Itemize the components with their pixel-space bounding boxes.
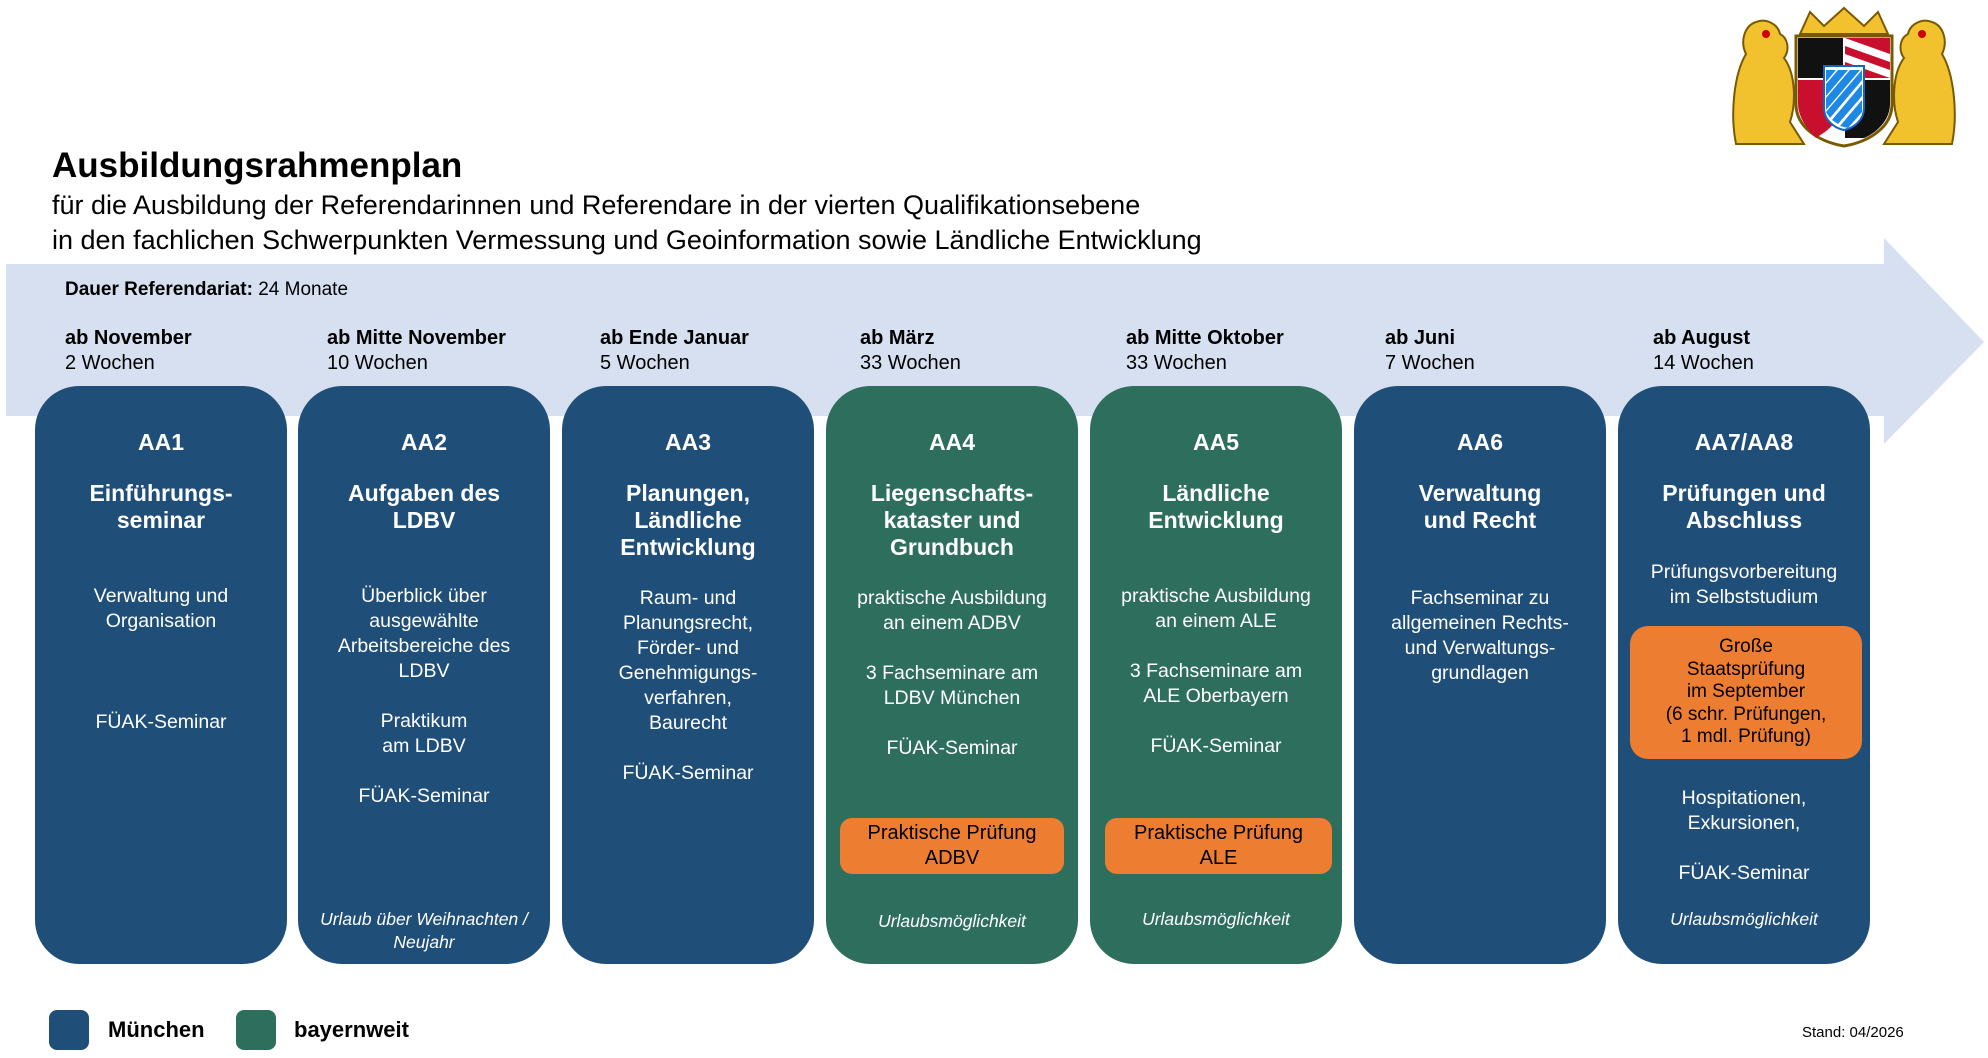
card-code: AA2 xyxy=(400,429,447,455)
card-footnote: Urlaubsmöglichkeit xyxy=(878,911,1026,931)
phase-weeks: 33 Wochen xyxy=(860,352,961,374)
card-heading: Verwaltung und Recht xyxy=(1418,480,1542,533)
card-code: AA1 xyxy=(137,429,184,455)
card-code: AA6 xyxy=(1456,429,1503,455)
card-heading: Ländliche Entwicklung xyxy=(1148,480,1284,533)
phase-1: ab November 2 Wochen xyxy=(65,326,315,376)
stand-date: Stand: 04/2026 xyxy=(1802,1024,1904,1041)
card-aa2: AA2 Aufgaben des LDBV Überblick über aus… xyxy=(298,386,550,964)
phase-start: ab August xyxy=(1653,327,1751,349)
card-footnote: Urlaubsmöglichkeit xyxy=(1142,909,1290,929)
card-heading: Prüfungen und Abschluss xyxy=(1662,480,1826,533)
page-title: Ausbildungsrahmenplan xyxy=(52,146,463,185)
duration-key: Dauer Referendariat: xyxy=(65,279,253,300)
phase-weeks: 7 Wochen xyxy=(1385,352,1475,374)
phase-weeks: 14 Wochen xyxy=(1653,352,1754,374)
card-aa1: AA1 Einführungs- seminar Verwaltung und … xyxy=(35,386,287,964)
phase-start: ab Mitte November xyxy=(327,327,506,349)
card-code: AA7/AA8 xyxy=(1694,429,1794,455)
card-body: Prüfungsvorbereitung im Selbststudium xyxy=(1650,561,1838,608)
phase-start: ab Ende Januar xyxy=(600,327,749,349)
card-aa6: AA6 Verwaltung und Recht Fachseminar zu … xyxy=(1354,386,1606,964)
phase-6: ab Juni 7 Wochen xyxy=(1385,326,1635,376)
card-code: AA3 xyxy=(664,429,711,455)
phase-weeks: 5 Wochen xyxy=(600,352,690,374)
phase-start: ab Mitte Oktober xyxy=(1126,327,1284,349)
card-body: Überblick über ausgewählte Arbeitsbereic… xyxy=(337,585,511,807)
card-code: AA4 xyxy=(928,429,975,455)
phase-4: ab März 33 Wochen xyxy=(860,326,1110,376)
duration-value: 24 Monate xyxy=(258,279,349,300)
phase-weeks: 33 Wochen xyxy=(1126,352,1227,374)
phase-start: ab März xyxy=(860,327,935,349)
card-body: Raum- und Planungsrecht, Förder- und Gen… xyxy=(618,587,758,784)
phase-3: ab Ende Januar 5 Wochen xyxy=(600,326,850,376)
card-body: Verwaltung und Organisation xyxy=(93,585,229,632)
card-body: praktische Ausbildung an einem ADBV 3 Fa… xyxy=(857,587,1047,759)
exam-box: Praktische Prüfung ALE xyxy=(1105,818,1332,874)
card-aa3: AA3 Planungen, Ländliche Entwicklung Rau… xyxy=(562,386,814,964)
exam-box: Große Staatsprüfung im September (6 schr… xyxy=(1630,626,1862,759)
phase-2: ab Mitte November 10 Wochen xyxy=(327,326,577,376)
card-body-2: FÜAK-Seminar xyxy=(95,711,227,733)
legend-swatch-muenchen xyxy=(49,1010,89,1050)
card-heading: Aufgaben des LDBV xyxy=(347,480,501,533)
card-aa5: AA5 Ländliche Entwicklung praktische Aus… xyxy=(1090,386,1342,964)
coat-of-arms-icon xyxy=(1732,6,1956,148)
phase-start: ab Juni xyxy=(1385,327,1456,349)
card-body-2: Hospitationen, Exkursionen, FÜAK-Seminar xyxy=(1678,787,1810,884)
phase-weeks: 2 Wochen xyxy=(65,352,155,374)
phase-start: ab November xyxy=(65,327,192,349)
page-subtitle-line2: in den fachlichen Schwerpunkten Vermessu… xyxy=(52,225,1202,255)
card-footnote: Urlaubsmöglichkeit xyxy=(1670,909,1818,929)
card-aa4: AA4 Liegenschafts- kataster und Grundbuc… xyxy=(826,386,1078,964)
legend-label-muenchen: München xyxy=(108,1017,205,1042)
card-heading: Einführungs- seminar xyxy=(89,480,233,533)
page-subtitle-line1: für die Ausbildung der Referendarinnen u… xyxy=(52,190,1141,220)
card-body: praktische Ausbildung an einem ALE 3 Fac… xyxy=(1121,585,1311,757)
card-heading: Planungen, Ländliche Entwicklung xyxy=(620,480,756,560)
legend-swatch-bayernweit xyxy=(236,1010,276,1050)
card-body: Fachseminar zu allgemeinen Rechts- und V… xyxy=(1391,587,1569,684)
card-code: AA5 xyxy=(1192,429,1239,455)
phase-weeks: 10 Wochen xyxy=(327,352,428,374)
card-aa7-aa8: AA7/AA8 Prüfungen und Abschluss Prüfungs… xyxy=(1618,386,1870,964)
card-footnote: Urlaub über Weihnachten / Neujahr xyxy=(320,909,528,952)
phase-7: ab August 14 Wochen xyxy=(1653,326,1903,376)
card-heading: Liegenschafts- kataster und Grundbuch xyxy=(870,480,1034,560)
phase-5: ab Mitte Oktober 33 Wochen xyxy=(1126,326,1376,376)
legend-label-bayernweit: bayernweit xyxy=(294,1017,409,1042)
exam-box: Praktische Prüfung ADBV xyxy=(840,818,1064,874)
duration-label: Dauer Referendariat: 24 Monate xyxy=(65,279,348,301)
